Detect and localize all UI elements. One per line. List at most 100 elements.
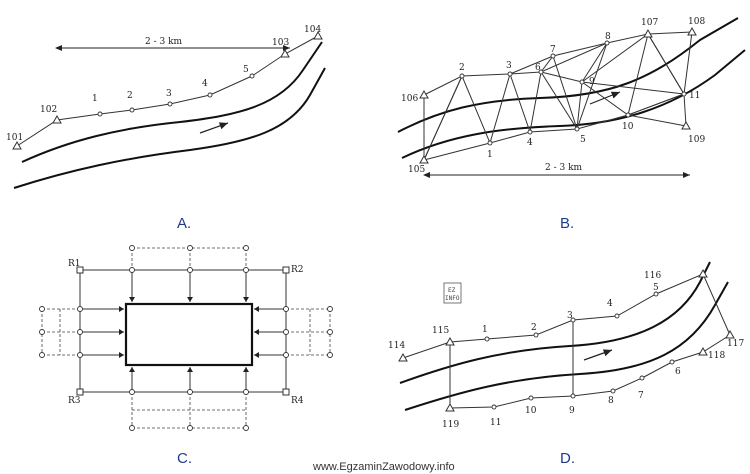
- point-10: [625, 112, 631, 118]
- label-5: 5: [653, 283, 659, 293]
- label-1: 1: [487, 150, 493, 160]
- label-7: 7: [638, 391, 644, 401]
- station-108: [687, 26, 697, 36]
- control-point-r2: [282, 266, 290, 274]
- label-9: 9: [589, 77, 595, 87]
- label-r2: R2: [291, 265, 304, 275]
- label-103: 103: [272, 38, 289, 48]
- label-6: 6: [675, 367, 681, 377]
- grid-bottom: [129, 367, 249, 431]
- label-119: 119: [442, 420, 459, 430]
- caption-b: B.: [560, 215, 574, 232]
- point-5: [574, 126, 580, 132]
- control-point-r1: [76, 266, 84, 274]
- label-3: 3: [166, 89, 172, 99]
- station-115: [445, 336, 455, 346]
- station-119: [445, 402, 455, 412]
- label-3: 3: [567, 311, 573, 321]
- label-5: 5: [580, 135, 586, 145]
- point-4: [527, 129, 533, 135]
- label-116: 116: [644, 271, 661, 281]
- point-5: [249, 73, 255, 79]
- label-109: 109: [688, 135, 705, 145]
- point-11: [491, 404, 497, 410]
- caption-d: D.: [560, 450, 575, 467]
- point-3: [507, 71, 513, 77]
- caption-a: A.: [177, 215, 191, 232]
- point-3: [167, 101, 173, 107]
- label-8: 8: [608, 396, 614, 406]
- label-102: 102: [40, 105, 57, 115]
- label-118: 118: [708, 351, 725, 361]
- label-7: 7: [550, 45, 556, 55]
- label-1: 1: [482, 325, 488, 335]
- point-4: [614, 313, 620, 319]
- label-10: 10: [622, 122, 634, 132]
- point-2: [459, 73, 465, 79]
- flow-arrow: [583, 349, 613, 361]
- point-7: [639, 375, 645, 381]
- building-outline: [124, 302, 254, 367]
- label-11: 11: [490, 418, 501, 428]
- point-8: [610, 388, 616, 394]
- label-6: 6: [535, 63, 541, 73]
- label-105: 105: [408, 165, 425, 175]
- label-8: 8: [605, 32, 611, 42]
- point-3: [570, 317, 576, 323]
- label-2: 2: [531, 323, 537, 333]
- watermark-logo: EZ INFO: [443, 282, 462, 304]
- point-1: [484, 336, 490, 342]
- label-4: 4: [202, 79, 208, 89]
- point-11: [681, 91, 687, 97]
- point-1: [97, 111, 103, 117]
- label-107: 107: [641, 18, 658, 28]
- grid-left: [39, 306, 124, 358]
- triangulation-network: [423, 31, 693, 161]
- label-r4: R4: [291, 396, 304, 406]
- panel-d: 114 115 1 2 3 4 5 116 117 118 6 7 8 9 10…: [388, 261, 744, 467]
- control-point-r4: [282, 388, 290, 396]
- label-106: 106: [401, 94, 418, 104]
- point-6: [538, 69, 544, 75]
- label-2: 2: [127, 91, 133, 101]
- river-bank-upper: [399, 261, 711, 384]
- point-7: [550, 53, 556, 59]
- point-4: [207, 92, 213, 98]
- point-1: [487, 140, 493, 146]
- point-10: [528, 395, 534, 401]
- station-117: [725, 329, 735, 339]
- label-114: 114: [388, 341, 405, 351]
- panel-b: 2 - 3 km 105 106 1 2 3: [397, 17, 746, 232]
- point-9: [570, 393, 576, 399]
- point-9: [579, 79, 585, 85]
- station-102: [52, 114, 62, 124]
- label-4: 4: [527, 138, 533, 148]
- distance-label: 2 - 3 km: [545, 163, 583, 173]
- station-109: [681, 120, 691, 130]
- station-107: [643, 28, 653, 38]
- footer-url: www.EgzaminZawodowy.info: [312, 461, 455, 473]
- station-106: [419, 89, 429, 99]
- label-r3: R3: [68, 396, 81, 406]
- station-104: [313, 30, 323, 40]
- label-10: 10: [525, 406, 537, 416]
- label-9: 9: [569, 406, 575, 416]
- station-116: [698, 268, 708, 278]
- control-point-r3: [76, 388, 84, 396]
- label-115: 115: [432, 326, 449, 336]
- grid-top: [129, 245, 249, 302]
- watermark-line-2: INFO: [445, 295, 460, 302]
- river-bank-lower: [13, 67, 326, 189]
- caption-c: C.: [177, 450, 192, 467]
- point-2: [129, 107, 135, 113]
- panel-c: R1 R2 R3 R4 C.: [39, 245, 333, 467]
- label-5: 5: [243, 65, 249, 75]
- grid-right: [254, 306, 333, 358]
- label-104: 104: [304, 25, 321, 35]
- traverse-lower: [449, 334, 731, 409]
- label-4: 4: [607, 299, 613, 309]
- point-6: [669, 359, 675, 365]
- label-101: 101: [6, 133, 23, 143]
- label-r1: R1: [68, 259, 81, 269]
- river-bank-upper: [397, 17, 739, 133]
